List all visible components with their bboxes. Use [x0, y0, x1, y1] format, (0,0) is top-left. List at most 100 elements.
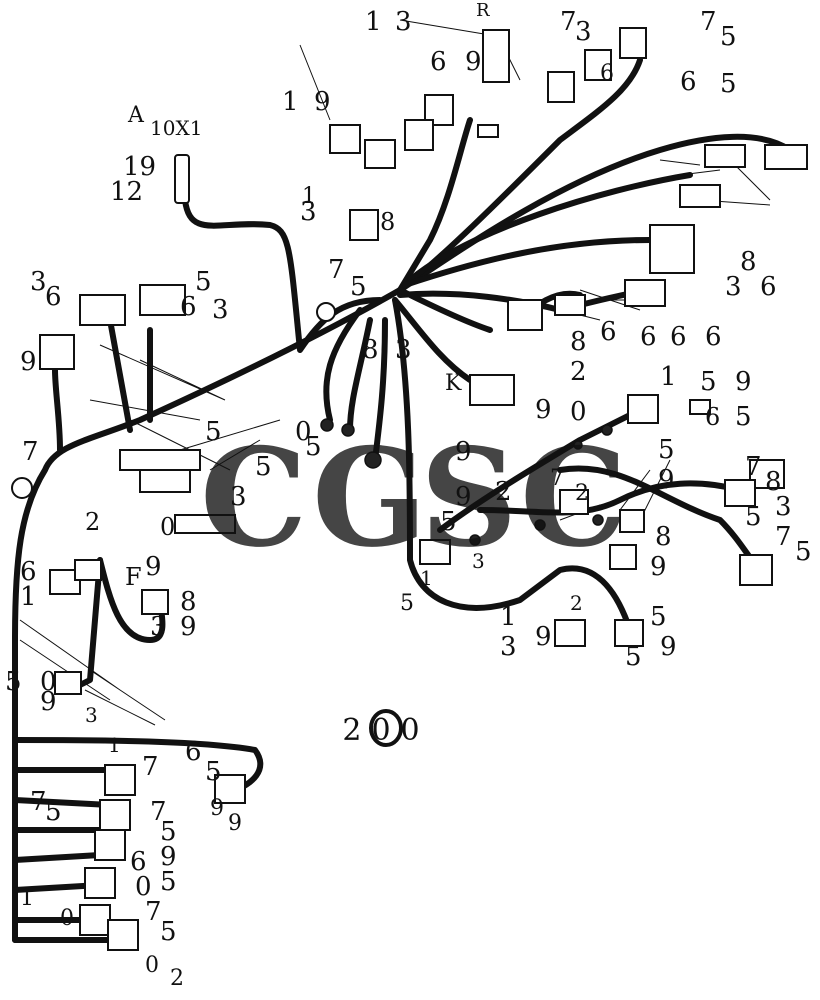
connector: [174, 514, 236, 534]
connector: [704, 144, 746, 168]
watermark-letter-2: G: [312, 418, 427, 577]
callout-label: 7: [328, 255, 345, 285]
callout-label: 2: [570, 591, 583, 615]
connector: [554, 294, 586, 316]
callout-label: 3: [575, 17, 592, 47]
callout-label: 5: [440, 507, 457, 537]
callout-label: 1: [20, 886, 34, 911]
callout-label: 7: [142, 752, 159, 782]
callout-label: 6: [600, 317, 617, 347]
connector: [79, 904, 111, 936]
figure-number-ring: [369, 709, 403, 747]
callout-label: 0: [145, 953, 159, 978]
callout-label: 0: [570, 397, 587, 427]
callout-label: 6: [180, 292, 197, 322]
connector: [584, 49, 612, 81]
callout-label: 5: [205, 417, 222, 447]
callout-label: 5: [350, 272, 367, 302]
callout-label: 9: [455, 437, 472, 467]
callout-label: 3: [395, 7, 412, 37]
connector: [54, 671, 82, 695]
callout-label: 9: [228, 811, 242, 836]
connector: [364, 139, 396, 169]
callout-label: 5: [5, 667, 22, 697]
callout-label: 3: [300, 197, 317, 227]
connector: [99, 799, 131, 831]
callout-label: 5: [650, 602, 667, 632]
callout-label: 9: [535, 395, 552, 425]
callout-label: 9: [735, 367, 752, 397]
callout-label: 9: [455, 482, 472, 512]
connectors: [11, 27, 808, 951]
callout-label: 0: [135, 872, 152, 902]
callout-label: 9: [40, 687, 57, 717]
callout-label: 1: [365, 7, 382, 37]
connector: [329, 124, 361, 154]
callout-label: 5: [795, 537, 812, 567]
callout-label: 7: [775, 522, 792, 552]
ring-terminal: [320, 418, 334, 432]
connector: [624, 279, 666, 307]
callout-label: 3: [150, 612, 167, 642]
watermark-letter-1: C: [200, 418, 307, 577]
callout-label: 2: [575, 481, 589, 506]
callout-label: 2: [170, 966, 184, 991]
callout-label: 9: [314, 87, 331, 117]
callout-label: 2: [85, 508, 100, 536]
callout-label: 10X1: [150, 116, 202, 140]
callout-label: 1: [20, 582, 37, 612]
connector: [84, 867, 116, 899]
connector: [649, 224, 695, 274]
connector: [104, 764, 136, 796]
callout-label: 3: [85, 703, 98, 727]
callout-label: 3: [212, 295, 229, 325]
connector: [679, 184, 721, 208]
callout-label: 0: [295, 417, 312, 447]
ring-terminal: [11, 477, 33, 499]
connector: [689, 399, 711, 415]
connector-f: [141, 589, 169, 615]
callout-label: 6: [680, 67, 697, 97]
connector: [94, 829, 126, 861]
callout-label: 8: [655, 522, 672, 552]
connector: [627, 394, 659, 424]
callout-label: 5: [45, 797, 62, 827]
connector: [619, 509, 645, 533]
connector: [139, 284, 186, 316]
callout-label: 1: [500, 602, 517, 632]
splice: [601, 424, 613, 436]
connector: [609, 544, 637, 570]
splice: [592, 514, 604, 526]
callout-label: 8: [380, 208, 395, 236]
callout-label: 1: [302, 184, 316, 209]
callout-label: 9: [465, 47, 482, 77]
connector: [404, 119, 434, 151]
callout-label: 9: [145, 552, 162, 582]
splice: [534, 519, 546, 531]
connector: [724, 479, 756, 507]
connector-r: [482, 29, 510, 83]
connector: [419, 539, 451, 565]
callout-label: 5: [305, 432, 322, 462]
figure-label: 200: [342, 709, 429, 748]
connector: [79, 294, 126, 326]
callout-label: 1: [282, 87, 299, 117]
ring-terminal: [341, 423, 355, 437]
callout-label: 6: [670, 322, 687, 352]
callout-label: 1: [420, 566, 433, 590]
callout-label: 3: [725, 272, 742, 302]
callout-label: 2: [495, 477, 512, 507]
connector: [764, 144, 808, 170]
splice: [573, 440, 583, 450]
callout-label: 5: [160, 817, 177, 847]
callout-label: 5: [160, 917, 177, 947]
connector: [547, 71, 575, 103]
callout-label: 8: [740, 247, 757, 277]
figure-number: 200: [342, 713, 429, 748]
callout-label: 6: [640, 322, 657, 352]
callout-label: 5: [720, 69, 737, 99]
connector: [139, 469, 191, 493]
callout-label: 0: [160, 513, 175, 541]
callout-label: 5: [205, 757, 222, 787]
callout-label: 6: [705, 403, 720, 431]
